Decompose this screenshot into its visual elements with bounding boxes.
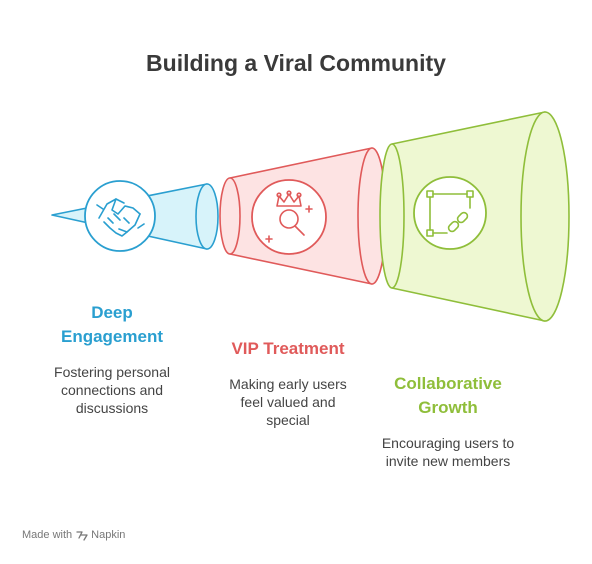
linked-nodes-icon [426, 190, 474, 237]
made-with-label: Made with [22, 529, 73, 541]
napkin-logo-icon [76, 531, 88, 541]
stage-3-cone [379, 111, 570, 322]
stage-3-description: Encouraging users to invite new members [381, 435, 515, 469]
stage-1-description: Fostering personal connections and discu… [54, 364, 170, 416]
stage-1-cone [51, 180, 219, 252]
stage-1-heading: Deep Engagement [60, 303, 164, 346]
brand-name: Napkin [91, 529, 126, 541]
stage-2-description: Making early users feel valued and speci… [229, 376, 347, 428]
handshake-icon [96, 198, 145, 237]
crown-person-icon [265, 190, 313, 243]
napkin-brand[interactable]: Napkin [76, 529, 125, 541]
footer: Made with Napkin [22, 529, 125, 541]
stage-2-heading: VIP Treatment [231, 339, 345, 358]
stage-3-heading: Collaborative Growth [394, 374, 502, 417]
stage-2-cone [219, 147, 387, 285]
page-title: Building a Viral Community [146, 50, 446, 76]
